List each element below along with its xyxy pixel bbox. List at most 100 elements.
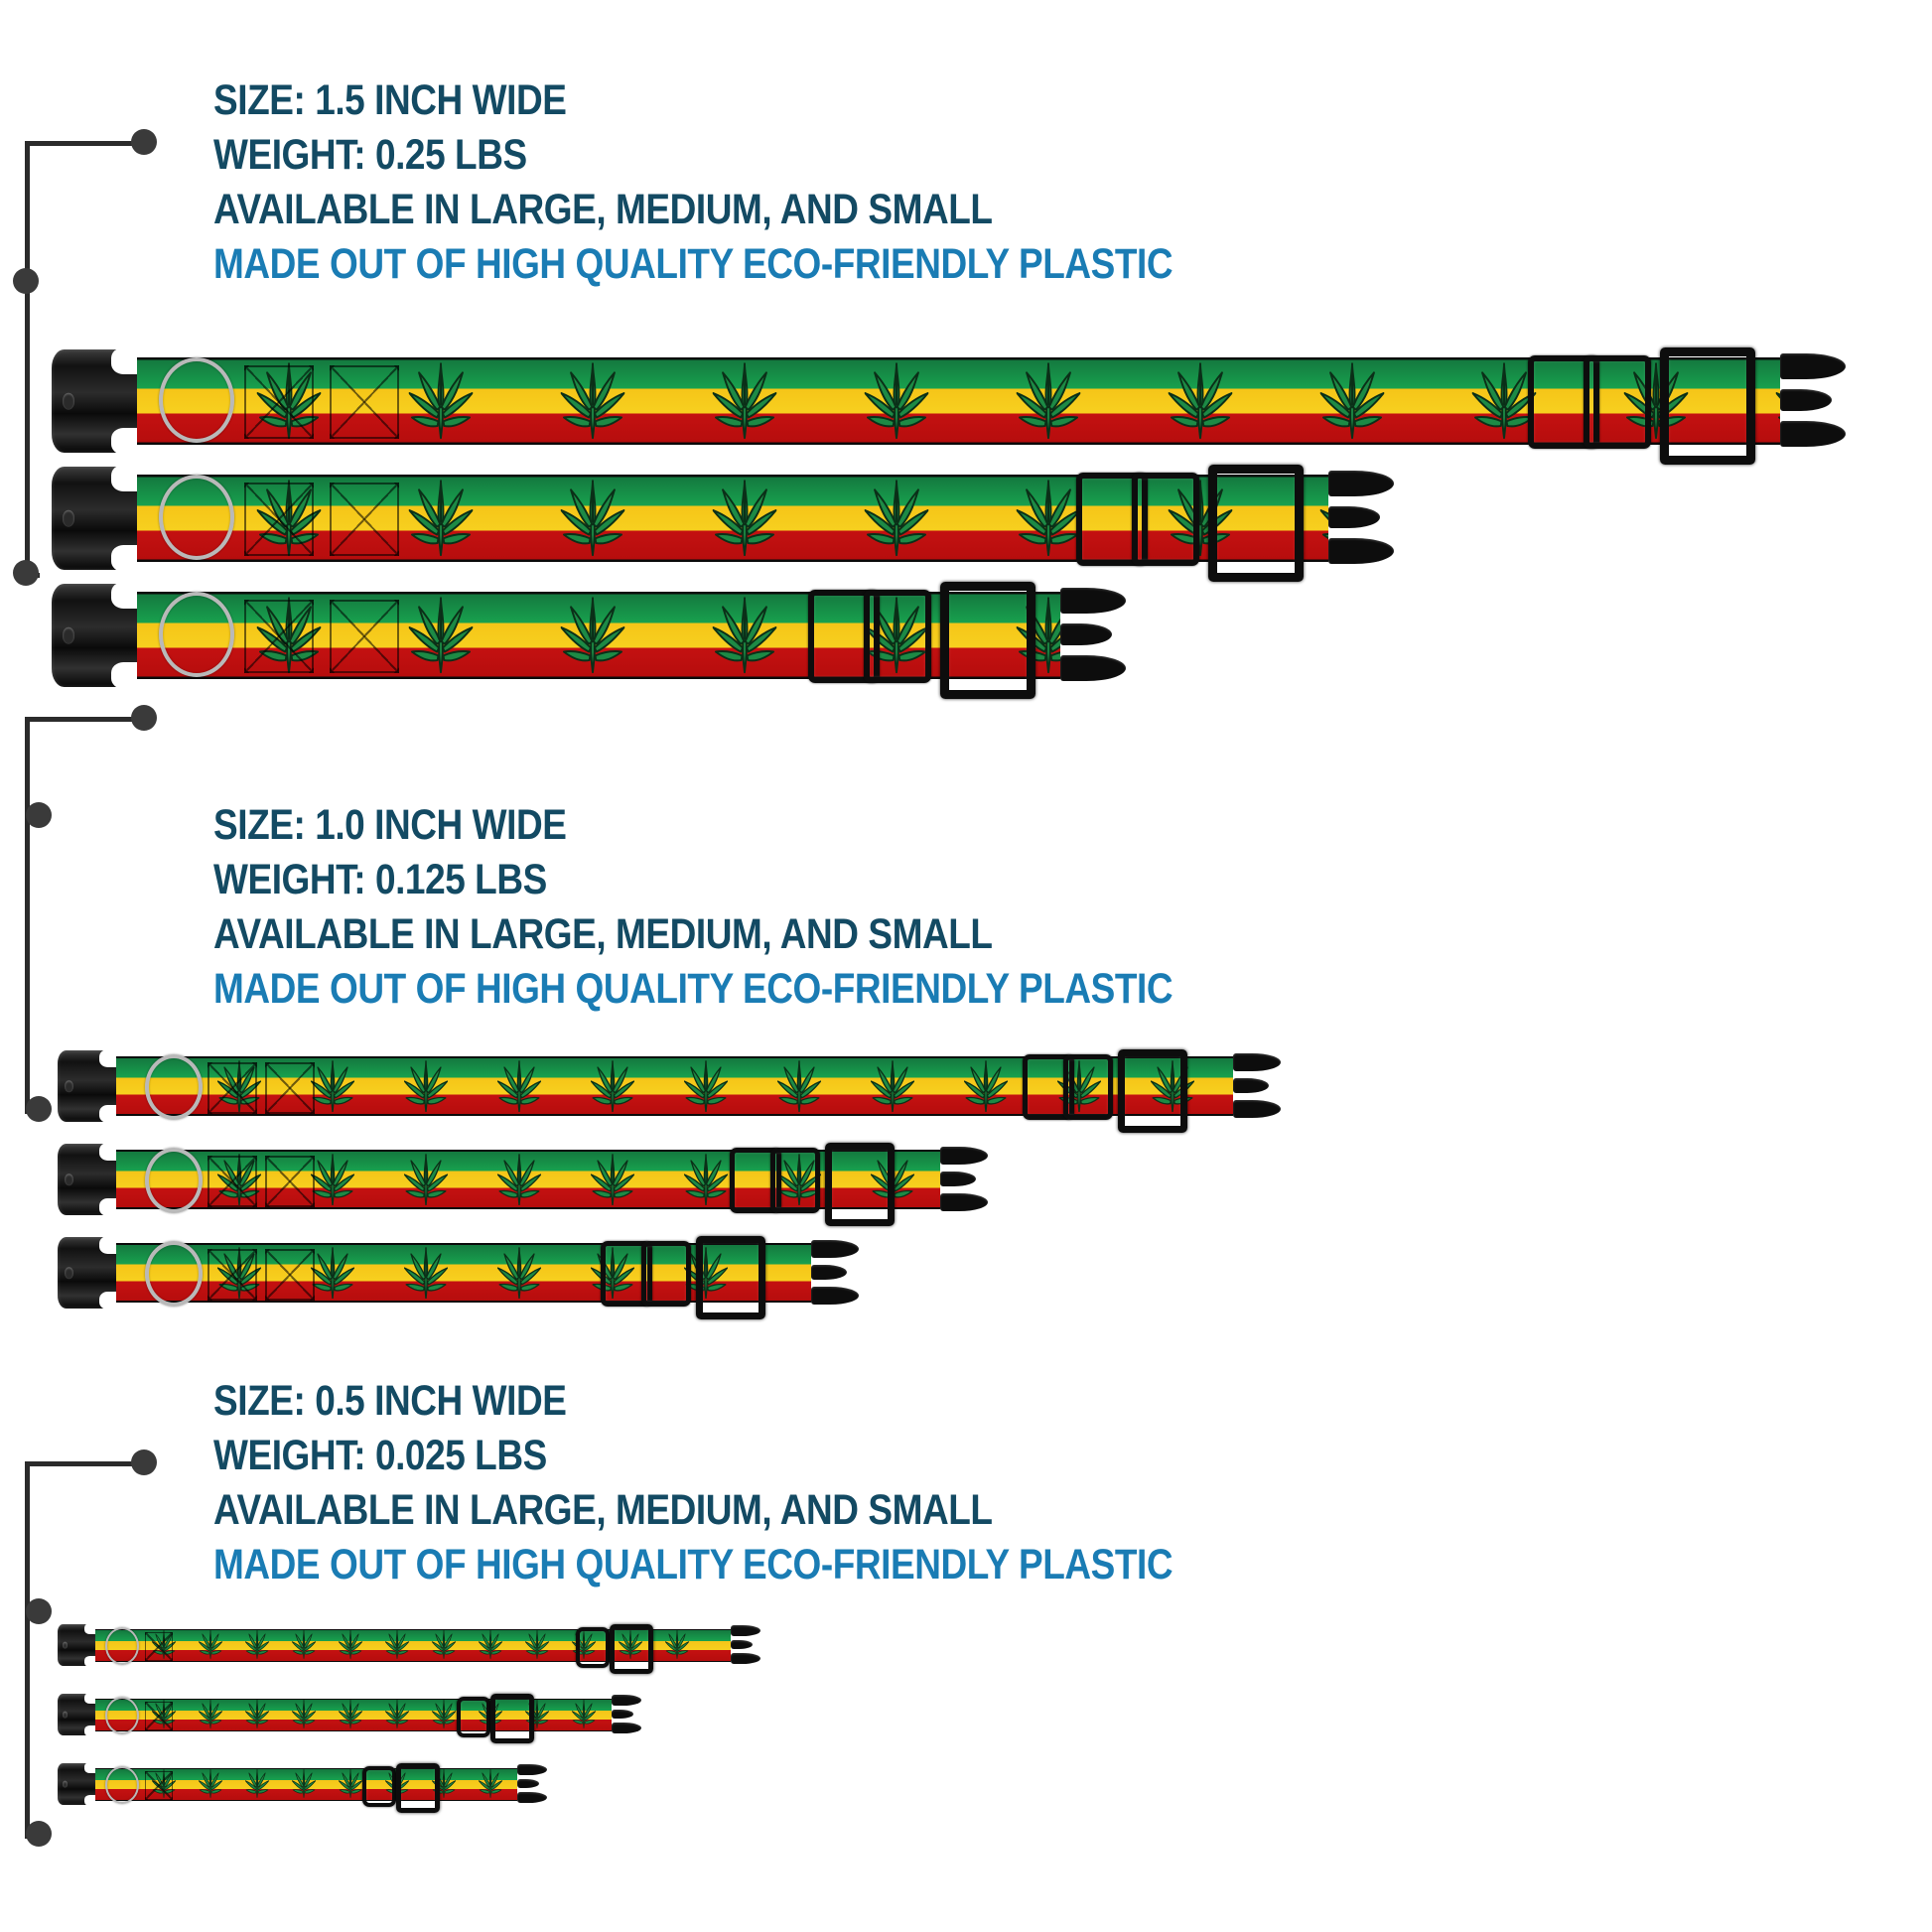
male-buckle-end[interactable] [811,1239,889,1307]
cannabis-leaf-icon [198,1700,223,1728]
cannabis-leaf-icon [495,1060,543,1113]
buckle-pin-icon [62,1641,69,1649]
tri-glide-slider-icon[interactable] [1132,473,1199,566]
buckle-prong-icon [811,1265,847,1280]
side-release-buckle-icon[interactable] [58,1762,98,1806]
buckle-prong-icon [1060,588,1126,614]
cannabis-leaf-icon [406,597,476,673]
spec-availability-3: AVAILABLE IN LARGE, MEDIUM, AND SMALL [213,1486,993,1534]
male-buckle-end[interactable] [940,1146,1018,1213]
buckle-prong-icon [731,1625,760,1636]
cannabis-leaf-icon [244,1630,270,1659]
tri-glide-slider-icon[interactable] [770,1148,820,1213]
leader-bracket-group-1 [0,119,179,596]
buckle-pin-icon [62,1780,69,1788]
cannabis-leaf-icon [682,1154,730,1206]
leader-horizontal-top-2 [25,717,144,722]
square-adjuster-ring-icon[interactable] [490,1694,534,1743]
collar-1-0-medium[interactable] [58,1142,1018,1226]
male-buckle-end[interactable] [1233,1052,1311,1120]
leader-vertical-2 [25,717,30,1114]
male-buckle-end[interactable] [1780,351,1889,451]
leader-dot-icon-top-collar-3 [26,1598,52,1624]
square-adjuster-ring-icon[interactable] [940,582,1035,699]
male-buckle-end[interactable] [517,1764,563,1804]
cannabis-leaf-icon [962,1060,1010,1113]
buckle-prong-icon [1780,353,1846,379]
square-adjuster-ring-icon[interactable] [1660,347,1755,465]
buckle-prong-icon [1328,506,1380,528]
tri-glide-slider-icon[interactable] [864,590,931,683]
male-buckle-end[interactable] [731,1625,776,1665]
spec-weight-1: WEIGHT: 0.25 LBS [213,131,527,179]
collar-0-5-large[interactable] [58,1623,776,1674]
buckle-prong-icon [1060,655,1126,681]
cannabis-leaf-icon [291,1769,317,1798]
side-release-buckle-icon[interactable] [52,464,142,573]
male-buckle-end[interactable] [612,1695,657,1734]
leader-dot-icon-text-1 [131,129,157,155]
tri-glide-slider-icon[interactable] [1076,473,1148,566]
collar-webbing [95,1698,612,1731]
collar-1-0-large[interactable] [58,1048,1311,1133]
tri-glide-slider-icon[interactable] [1063,1054,1113,1120]
spec-availability-2: AVAILABLE IN LARGE, MEDIUM, AND SMALL [213,910,993,958]
spec-weight-3: WEIGHT: 0.025 LBS [213,1432,547,1479]
tri-glide-slider-icon[interactable] [641,1241,691,1307]
cannabis-leaf-icon [338,1769,363,1798]
buckle-prong-icon [1233,1100,1281,1118]
cannabis-leaf-icon [338,1700,363,1728]
cannabis-leaf-icon [151,1700,177,1728]
buckle-prong-icon [731,1640,753,1649]
side-release-buckle-icon[interactable] [58,1235,120,1311]
leader-dot-icon-top-collar-2 [26,802,52,828]
tri-glide-slider-icon[interactable] [362,1766,396,1807]
tri-glide-slider-icon[interactable] [808,590,880,683]
side-release-buckle-icon[interactable] [58,1693,98,1736]
buckle-prong-icon [731,1653,760,1664]
square-adjuster-ring-icon[interactable] [1208,465,1304,582]
buckle-pin-icon [65,1173,74,1185]
tri-glide-slider-icon[interactable] [1584,355,1651,449]
cannabis-leaf-icon [406,480,476,556]
tri-glide-slider-icon[interactable] [1023,1054,1074,1120]
cannabis-leaf-icon [402,1154,450,1206]
male-buckle-end[interactable] [1060,586,1170,685]
square-adjuster-ring-icon[interactable] [825,1143,895,1226]
tri-glide-slider-icon[interactable] [601,1241,652,1307]
cannabis-leaf-icon [402,1060,450,1113]
collar-1-5-small[interactable] [52,581,1170,699]
cannabis-leaf-icon [151,1769,177,1798]
tri-glide-slider-icon[interactable] [1528,355,1599,449]
side-release-buckle-icon[interactable] [58,1623,98,1667]
collar-0-5-medium[interactable] [58,1693,657,1743]
tri-glide-slider-icon[interactable] [576,1627,610,1668]
collar-0-5-small[interactable] [58,1762,563,1813]
cannabis-leaf-icon [254,480,324,556]
square-adjuster-ring-icon[interactable] [396,1763,440,1813]
cannabis-leaf-icon [478,1769,503,1798]
male-buckle-end[interactable] [1328,469,1438,568]
side-release-buckle-icon[interactable] [52,346,142,456]
cannabis-leaf-icon [338,1630,363,1659]
collar-1-5-medium[interactable] [52,464,1438,582]
cannabis-leaf-icon [524,1630,550,1659]
tri-glide-slider-icon[interactable] [730,1148,781,1213]
collar-1-0-small[interactable] [58,1235,889,1319]
collar-webbing [95,1767,517,1801]
square-adjuster-ring-icon[interactable] [610,1624,653,1674]
tri-glide-slider-icon[interactable] [457,1697,490,1737]
cannabis-leaf-icon [244,1700,270,1728]
spec-weight-2: WEIGHT: 0.125 LBS [213,856,547,903]
leader-dot-icon-bottom-collar-1 [13,560,39,586]
side-release-buckle-icon[interactable] [58,1048,120,1124]
cannabis-leaf-icon [682,1060,730,1113]
side-release-buckle-icon[interactable] [52,581,142,690]
square-adjuster-ring-icon[interactable] [696,1236,765,1319]
collar-1-5-large[interactable] [52,346,1889,465]
cannabis-leaf-icon [478,1630,503,1659]
leader-bracket-group-2 [0,695,179,1132]
side-release-buckle-icon[interactable] [58,1142,120,1217]
square-adjuster-ring-icon[interactable] [1118,1049,1187,1133]
